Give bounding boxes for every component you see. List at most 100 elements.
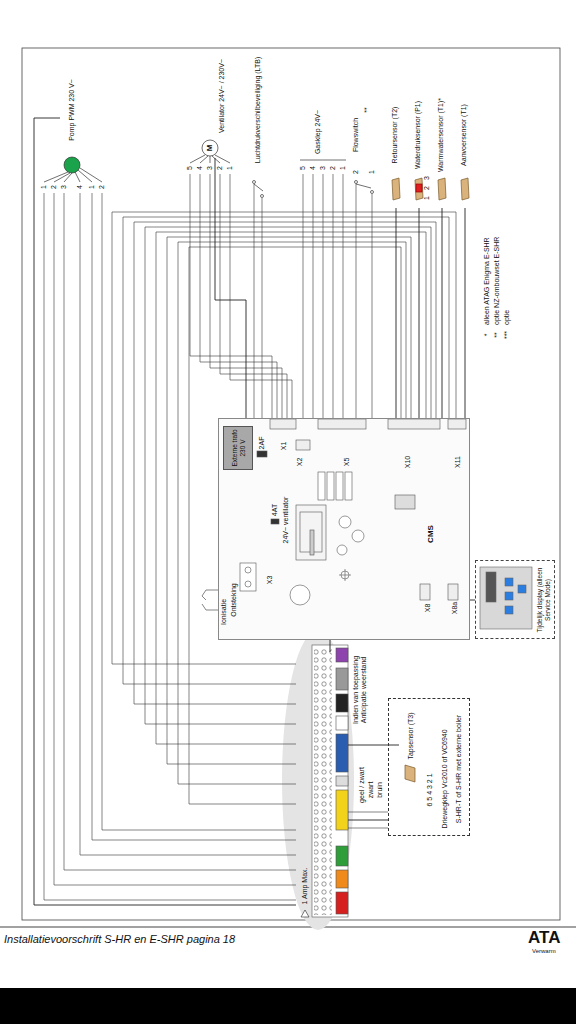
wire: [44, 174, 470, 900]
connector-label: X8a: [451, 602, 459, 614]
switch-symbol: [355, 181, 358, 184]
node-sublabel: Ventilator 24V~ / 230V~: [218, 59, 226, 133]
node-label: Retoursensor (T2): [391, 107, 399, 164]
terminal-strip: [336, 716, 348, 730]
pin-number: 2: [216, 166, 224, 170]
wire-connector: [348, 745, 399, 746]
pin-number: 4: [196, 166, 204, 170]
pin-number: 2: [352, 170, 360, 174]
node-label: 1 Amp Max.: [301, 868, 309, 905]
pin-number: 1: [368, 170, 376, 174]
pump-symbol: [64, 157, 80, 173]
circuit-board: [352, 530, 364, 542]
wire-connector: [34, 118, 296, 905]
circuit-board: [345, 472, 352, 500]
terminal-strip: [336, 734, 348, 772]
display-unit: [505, 592, 513, 600]
connector-label: X1: [280, 442, 288, 451]
sensor: Warmwatersensor (T1)*: [432, 90, 452, 208]
terminal-strip: [336, 892, 348, 914]
footnote-mark: **: [363, 107, 371, 112]
terminal-strip: [301, 910, 309, 917]
pin-number: 1: [339, 166, 347, 170]
pin-number: 4: [76, 185, 84, 189]
pin-number: 2: [423, 186, 431, 190]
switch-symbol: [300, 160, 346, 161]
fan-motor-symbol: [202, 140, 218, 156]
board-label: 24V~ ventilator: [282, 497, 290, 544]
circuit-board: [271, 519, 279, 524]
pin-number: 1: [423, 196, 431, 200]
wire-color: geel / zwart: [358, 767, 366, 803]
pin-number: 3: [319, 166, 327, 170]
connector-label: X11: [454, 456, 462, 468]
sensor-symbol: [416, 184, 422, 192]
node-label: Waterdruksensor (P1): [414, 101, 422, 169]
sensor: Aanvoersensor (T1): [455, 90, 475, 208]
board-label: Ontsteking: [230, 583, 238, 616]
node-label: CMS: [426, 525, 435, 543]
wire-connector: [419, 208, 420, 418]
sensor-symbol: [392, 178, 400, 200]
switch-symbol: [356, 184, 371, 188]
terminal-strip: [336, 694, 348, 712]
wire-color: bruin: [376, 782, 384, 798]
pin-number: 4: [309, 166, 317, 170]
circuit-board: [420, 584, 430, 600]
pin-number: 5: [186, 166, 194, 170]
footnote-text: alleen ATAG Enigma E-SHR: [483, 237, 491, 325]
circuit-board: [395, 495, 415, 509]
terminal-strip: [314, 647, 332, 915]
pin-number: 3: [206, 166, 214, 170]
node-label: Aanvoersensor (T1): [460, 104, 468, 166]
pin-number: 3: [423, 176, 431, 180]
pin-number: 1: [40, 185, 48, 189]
terminal-strip: [336, 846, 348, 866]
control-board: CMS Externe trafo 230 V: [218, 418, 470, 640]
node-label: Tijdelijk display (alleen Service Mode): [536, 563, 551, 637]
node-label: Tapsensor (T3): [407, 712, 415, 759]
terminal-strip: [336, 776, 348, 786]
wire: [112, 212, 456, 804]
wire: [303, 174, 372, 418]
note-text: Indien van toepassing Anticipatie weerst…: [352, 648, 368, 732]
circuit-board: [270, 419, 296, 429]
pin-number: 1: [88, 185, 96, 189]
display-unit: [505, 578, 513, 586]
sensor: Tapsensor (T3): [399, 706, 423, 786]
terminal-strip: [336, 870, 348, 888]
pump-symbol: [44, 157, 102, 182]
circuit-board: [290, 585, 310, 605]
fan-motor-symbol: [190, 140, 230, 163]
circuit-board: [448, 584, 458, 600]
wire-color: zwart: [367, 782, 375, 799]
circuit-board: [336, 472, 343, 500]
circuit-board: [339, 516, 351, 528]
component-label: Gasklep 24V~: [314, 110, 322, 154]
pump-symbol: [44, 168, 102, 182]
pin-number: 6 5 4 3 2 1: [426, 773, 434, 806]
circuit-board: [388, 419, 440, 429]
pin-number: 2: [98, 185, 106, 189]
node-label: Pomp PWM 230 V~: [68, 79, 76, 141]
sensor: Retoursensor (T2): [386, 90, 406, 208]
circuit-board: [296, 505, 326, 560]
fuse-label: 4AT: [271, 504, 279, 516]
circuit-board: [337, 545, 347, 555]
fuse-label: 2AF: [258, 437, 266, 450]
component-label: Flowswitch: [352, 118, 360, 152]
circuit-board: [240, 563, 256, 591]
switch-symbol: [254, 184, 263, 191]
display-unit: [480, 567, 532, 629]
circuit-board: [327, 472, 334, 500]
wire-connector: [442, 208, 443, 418]
wire-connector: [330, 640, 331, 652]
footer-text: Installatievoorschrift S-HR en E-SHR pag…: [4, 933, 235, 946]
connector-label: X8: [424, 604, 432, 613]
circuit-board: [257, 451, 267, 457]
wire: [254, 184, 262, 418]
circuit-board: [218, 418, 470, 640]
node-label: Externe trafo 230 V: [231, 428, 246, 468]
circuit-board: [296, 440, 310, 450]
circuit-board: [318, 419, 366, 429]
